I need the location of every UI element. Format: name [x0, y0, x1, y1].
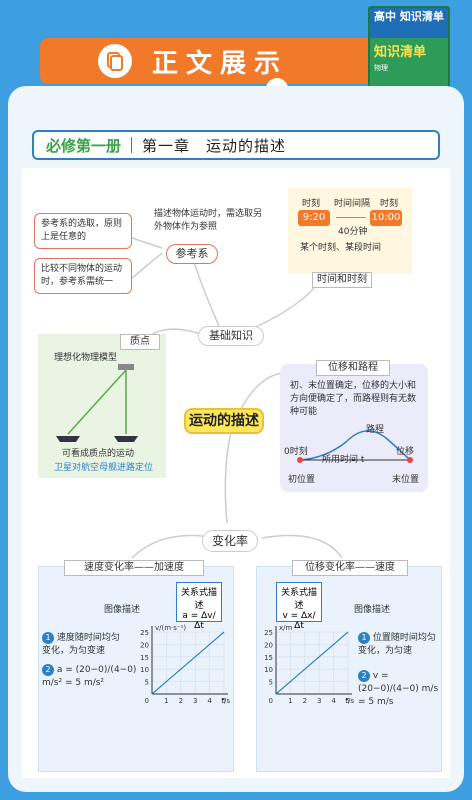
chapter-bar: 必修第一册 第一章 运动的描述: [32, 130, 440, 160]
displacement-card: [280, 364, 428, 492]
rate-label: 变化率: [202, 530, 258, 552]
particle-card: [38, 334, 166, 478]
displacement-disp: 位移: [396, 447, 415, 457]
time-top-label-3: 时刻: [380, 199, 399, 209]
time-arrow: [336, 217, 366, 218]
relation-title: 关系式描述: [280, 588, 317, 611]
document-icon: [98, 44, 132, 78]
x-tick-label: 4: [331, 697, 336, 705]
satellite-diagram: [56, 364, 138, 442]
origin-label: 0: [145, 697, 149, 705]
reference-description: 描述物体运动时，需选取另外物体作为参照: [154, 209, 263, 232]
series-line: [151, 631, 225, 695]
y-tick-label: 20: [140, 641, 149, 649]
time-top-label-1: 时刻: [302, 199, 321, 209]
time-label: 时间和时刻: [312, 272, 372, 288]
velocity-point-2: 2 v = (20−0)/(4−0) m/s = 5 m/s: [358, 670, 442, 709]
particle-example: 卫星对航空母舰进路定位: [54, 463, 154, 473]
y-tick-label: 15: [264, 654, 273, 662]
y-tick-label: 10: [264, 666, 273, 674]
particle-model: 理想化物理模型: [54, 353, 118, 363]
acceleration-formula: a = Δv/Δt: [182, 611, 216, 631]
chapter-book: 必修第一册: [46, 136, 122, 155]
number-badge: 2: [358, 670, 370, 682]
book-subject: 物理: [374, 64, 388, 72]
displacement-t0: 0时刻: [284, 447, 308, 457]
reference-note-2: 比较不同物体的运动时，参考系需统一: [34, 258, 132, 294]
acceleration-label: 速度变化率——加速度: [64, 560, 204, 576]
y-axis-label: v/(m·s⁻¹): [155, 624, 186, 632]
displacement-path: 路程: [366, 425, 385, 435]
y-tick-label: 5: [269, 679, 273, 687]
time-start: 9:20: [298, 210, 330, 226]
velocity-point-2-text: v = (20−0)/(4−0) m/s = 5 m/s: [358, 671, 439, 707]
particle-caption: 可看成质点的运动: [62, 449, 135, 459]
acceleration-image-desc: 图像描述: [104, 605, 141, 615]
x-tick-label: 4: [207, 697, 212, 705]
x-tick-label: 5: [346, 697, 350, 705]
velocity-image-desc: 图像描述: [354, 605, 391, 615]
y-tick-label: 15: [140, 654, 149, 662]
x-tick-label: 1: [288, 697, 292, 705]
number-badge: 1: [42, 632, 54, 644]
displacement-diagram: [297, 430, 413, 463]
x-tick-label: 1: [164, 697, 168, 705]
y-tick-label: 10: [140, 666, 149, 674]
book-series: 高中 知识清单: [370, 8, 448, 38]
x-axis-label: t/s: [221, 697, 230, 705]
divider: [131, 137, 133, 153]
time-card: [288, 188, 412, 274]
x-tick-label: 3: [317, 697, 321, 705]
number-badge: 1: [358, 632, 370, 644]
number-badge: 2: [42, 664, 54, 676]
basic-knowledge-label: 基础知识: [198, 326, 264, 346]
acceleration-point-1-text: 速度随时间均匀变化，为匀变速: [42, 633, 120, 656]
velocity-formula: v = Δx/Δt: [282, 611, 316, 631]
banner-title: 正文展示: [151, 48, 288, 79]
displacement-description: 初、末位置确定，位移的大小和方向便确定了，而路程则有无数种可能: [290, 381, 417, 417]
reference-frame-label: 参考系: [166, 244, 218, 264]
acceleration-point-2-text: a = (20−0)/(4−0) m/s² = 5 m/s²: [42, 665, 137, 688]
x-tick-label: 2: [179, 697, 183, 705]
y-tick-label: 20: [264, 641, 273, 649]
time-interval: 40分钟: [338, 227, 368, 237]
time-end: 10:00: [370, 210, 402, 226]
center-topic: 运动的描述: [184, 408, 264, 434]
x-tick-label: 2: [303, 697, 307, 705]
chapter-title: 第一章 运动的描述: [142, 136, 287, 155]
displacement-period: 所用时间 t: [322, 455, 365, 465]
y-tick-label: 25: [140, 629, 149, 637]
reference-note-1: 参考系的选取，原则上是任意的: [34, 213, 132, 249]
acceleration-point-2: 2 a = (20−0)/(4−0) m/s² = 5 m/s²: [42, 664, 138, 690]
displacement-label: 位移和路程: [316, 360, 390, 376]
x-tick-label: 3: [193, 697, 197, 705]
x-axis-label: t/s: [345, 697, 354, 705]
relation-title: 关系式描述: [180, 588, 217, 611]
particle-label: 质点: [120, 334, 160, 350]
y-axis-label: x/m: [279, 624, 293, 632]
time-caption: 某个时刻、某段时间: [300, 243, 382, 253]
acceleration-formula-box: 关系式描述 a = Δv/Δt: [176, 582, 222, 631]
displacement-start: 初位置: [288, 475, 316, 485]
time-top-label-2: 时间间隔: [334, 199, 371, 209]
y-tick-label: 5: [145, 679, 149, 687]
acceleration-point-1: 1 速度随时间均匀变化，为匀变速: [42, 632, 122, 658]
book-name: 知识清单: [374, 45, 427, 60]
section-banner: 正文展示 ⌄: [40, 38, 400, 100]
velocity-label: 位移变化率——速度: [292, 560, 408, 576]
x-tick-label: 5: [222, 697, 226, 705]
velocity-point-1: 1 位置随时间均匀变化，为匀速: [358, 632, 438, 658]
displacement-end: 末位置: [392, 475, 420, 485]
velocity-formula-box: 关系式描述 v = Δx/Δt: [276, 582, 322, 631]
origin-label: 0: [269, 697, 273, 705]
series-line: [275, 631, 349, 695]
velocity-point-1-text: 位置随时间均匀变化，为匀速: [358, 633, 436, 656]
y-tick-label: 25: [264, 629, 273, 637]
